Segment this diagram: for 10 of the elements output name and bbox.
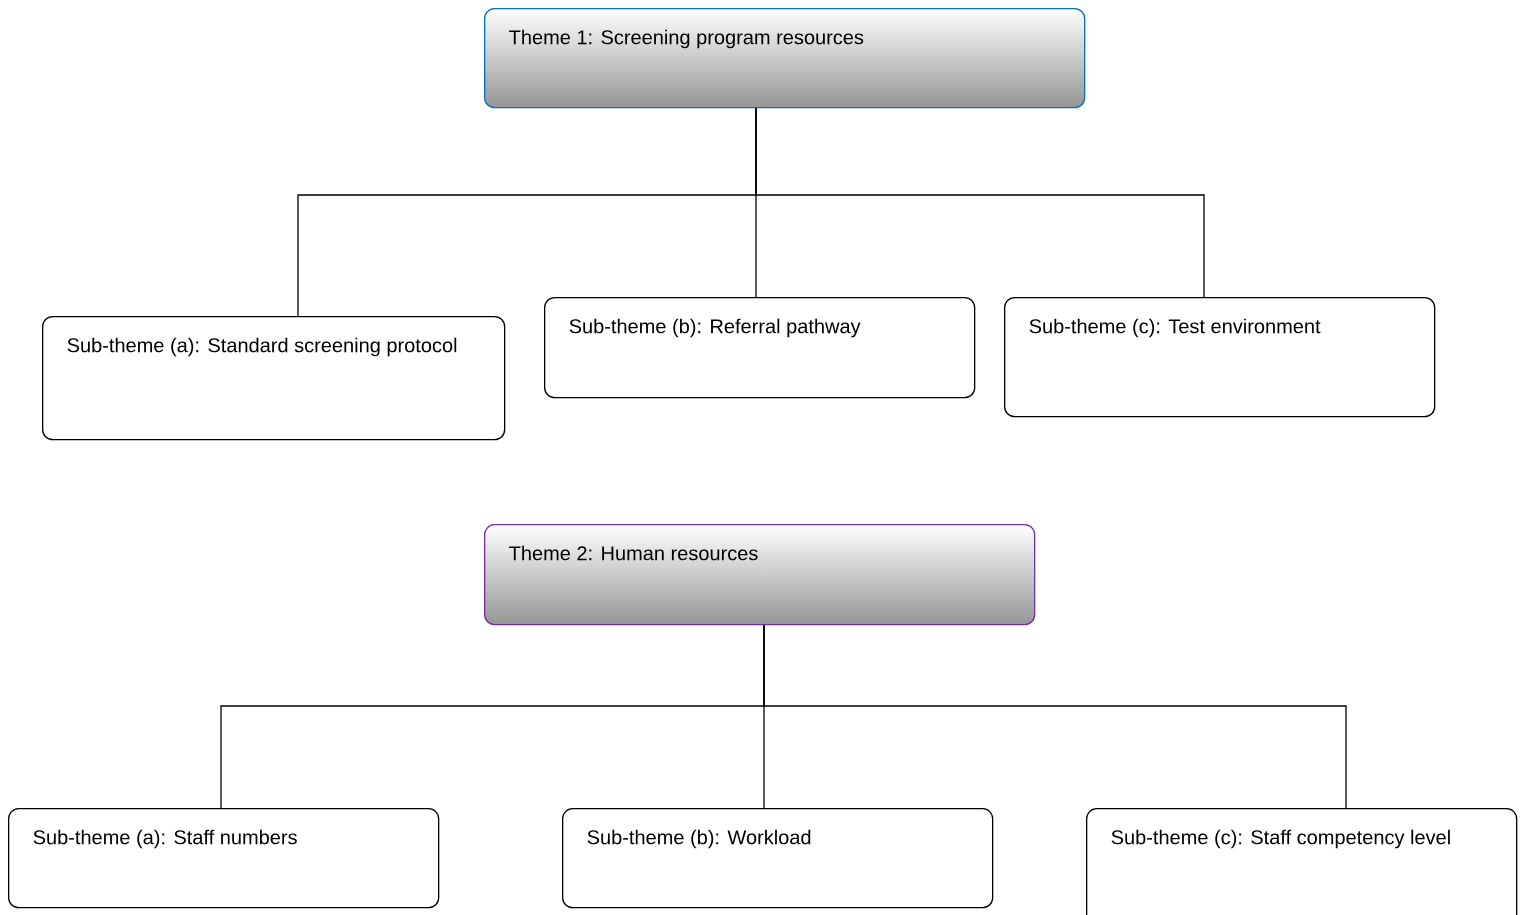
- subtheme-box: Sub-theme (c): Staff competency level: [1086, 808, 1518, 915]
- subtheme-box: Sub-theme (a): Standard screening protocol: [42, 316, 506, 441]
- subtheme-box: Sub-theme (b): Workload: [562, 808, 994, 909]
- theme-box: Theme 2: Human resources: [484, 524, 1036, 626]
- connector: [755, 107, 1205, 298]
- connector: [763, 624, 1347, 809]
- theme-box: Theme 1: Screening program resources: [484, 8, 1086, 109]
- subtheme-box: Sub-theme (b): Referral pathway: [544, 297, 976, 399]
- subtheme-box: Sub-theme (c): Test environment: [1004, 297, 1436, 418]
- subtheme-box: Sub-theme (a): Staff numbers: [8, 808, 440, 909]
